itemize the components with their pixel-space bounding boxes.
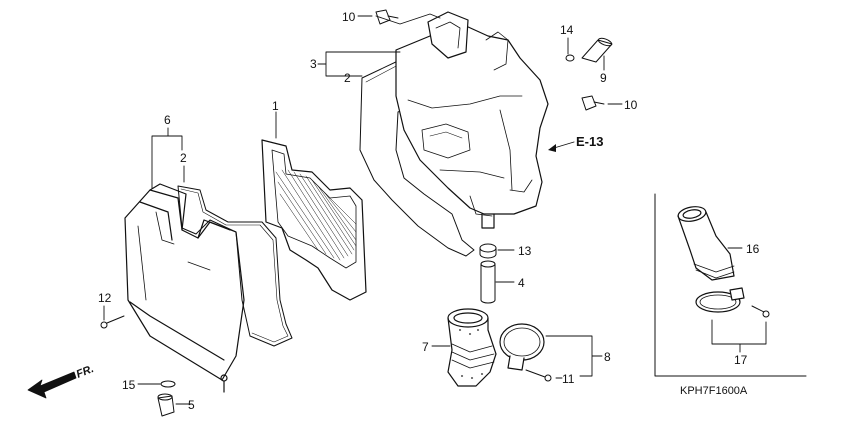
screw-left xyxy=(100,315,125,329)
callout-9: 9 xyxy=(600,71,607,85)
case-cover-gasket xyxy=(177,185,293,347)
fr-label: FR. xyxy=(75,363,96,381)
callout-5: 5 xyxy=(188,398,195,412)
connecting-tube xyxy=(447,308,497,387)
air-cleaner-housing xyxy=(395,11,549,229)
front-direction-arrow: FR. xyxy=(27,363,96,399)
callout-14: 14 xyxy=(560,23,574,37)
callout-15: 15 xyxy=(122,378,136,392)
callout-10-right: 10 xyxy=(624,98,638,112)
reference-e13: E-13 xyxy=(576,134,603,149)
callout-16: 16 xyxy=(746,242,760,256)
air-filter-element xyxy=(261,139,367,301)
callout-13: 13 xyxy=(518,244,532,258)
callout-3: 3 xyxy=(310,57,317,71)
clamp-screw xyxy=(525,369,552,382)
diagram-code: KPH7F1600A xyxy=(680,385,748,397)
duct-band-screw xyxy=(751,305,770,318)
callout-4: 4 xyxy=(518,276,525,290)
callout-10-top: 10 xyxy=(342,10,356,24)
inset-panel xyxy=(654,193,807,377)
callout-7: 7 xyxy=(422,340,429,354)
callout-6: 6 xyxy=(164,113,171,127)
tube-band xyxy=(499,323,545,371)
callout-12: 12 xyxy=(98,291,112,305)
breather-tube xyxy=(581,37,613,63)
tube-clip xyxy=(565,54,575,62)
callout-8: 8 xyxy=(604,350,611,364)
drain-tube xyxy=(480,260,496,304)
intake-duct xyxy=(677,206,735,281)
leader-lines xyxy=(103,13,767,405)
duct-band xyxy=(695,287,745,313)
drain-clip-small xyxy=(160,380,176,388)
callout-2-left: 2 xyxy=(180,151,187,165)
bolt-right xyxy=(581,95,605,111)
case-cover xyxy=(124,183,245,393)
callout-17: 17 xyxy=(734,353,748,367)
reference-arrow xyxy=(548,144,556,152)
callout-11: 11 xyxy=(562,372,575,386)
callout-2-right: 2 xyxy=(344,71,351,85)
callout-1: 1 xyxy=(272,99,279,113)
drain-clip xyxy=(479,243,497,259)
bolt-top xyxy=(375,9,399,25)
drain-plug xyxy=(157,393,175,417)
